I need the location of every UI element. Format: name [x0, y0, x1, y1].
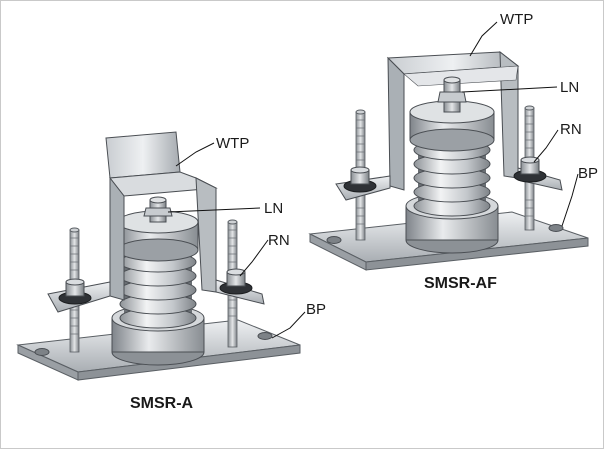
- leader-smsr-af-rn: [533, 129, 559, 163]
- label-smsr-a-ln: LN: [264, 200, 283, 217]
- leader-lines: [167, 21, 579, 339]
- leader-smsr-a-ln: [167, 207, 261, 213]
- smsr-af-rubber-nut-right: [513, 156, 547, 183]
- label-smsr-a-bp: BP: [306, 301, 326, 318]
- smsr-a-top-cap: [117, 210, 199, 262]
- leader-smsr-af-wtp: [469, 21, 498, 57]
- smsr-a-lock-nut: [143, 196, 173, 223]
- label-smsr-af-bp: BP: [578, 165, 598, 182]
- smsr-a-rubber-nut-right: [219, 268, 253, 295]
- leader-smsr-af-ln: [461, 86, 558, 93]
- title-smsr-af: SMSR-AF: [424, 275, 497, 292]
- smsr-af-top-cap: [409, 100, 495, 152]
- leader-smsr-a-wtp: [175, 142, 215, 167]
- label-smsr-af-wtp: WTP: [500, 11, 533, 28]
- title-smsr-a: SMSR-A: [130, 395, 194, 412]
- leader-smsr-af-bp: [561, 173, 579, 227]
- label-smsr-a-wtp: WTP: [216, 135, 249, 152]
- leader-smsr-a-rn: [239, 239, 269, 277]
- label-smsr-af-ln: LN: [560, 79, 579, 96]
- label-smsr-af-rn: RN: [560, 121, 582, 138]
- smsr-af-rubber-nut-left: [343, 166, 377, 193]
- smsr-a-assembly: [16, 131, 301, 381]
- leader-smsr-a-bp: [271, 311, 306, 339]
- smsr-af-assembly: [308, 50, 589, 271]
- smsr-a-rubber-nut-left: [58, 278, 92, 305]
- smsr-af-lock-nut: [437, 76, 467, 113]
- label-smsr-a-rn: RN: [268, 232, 290, 249]
